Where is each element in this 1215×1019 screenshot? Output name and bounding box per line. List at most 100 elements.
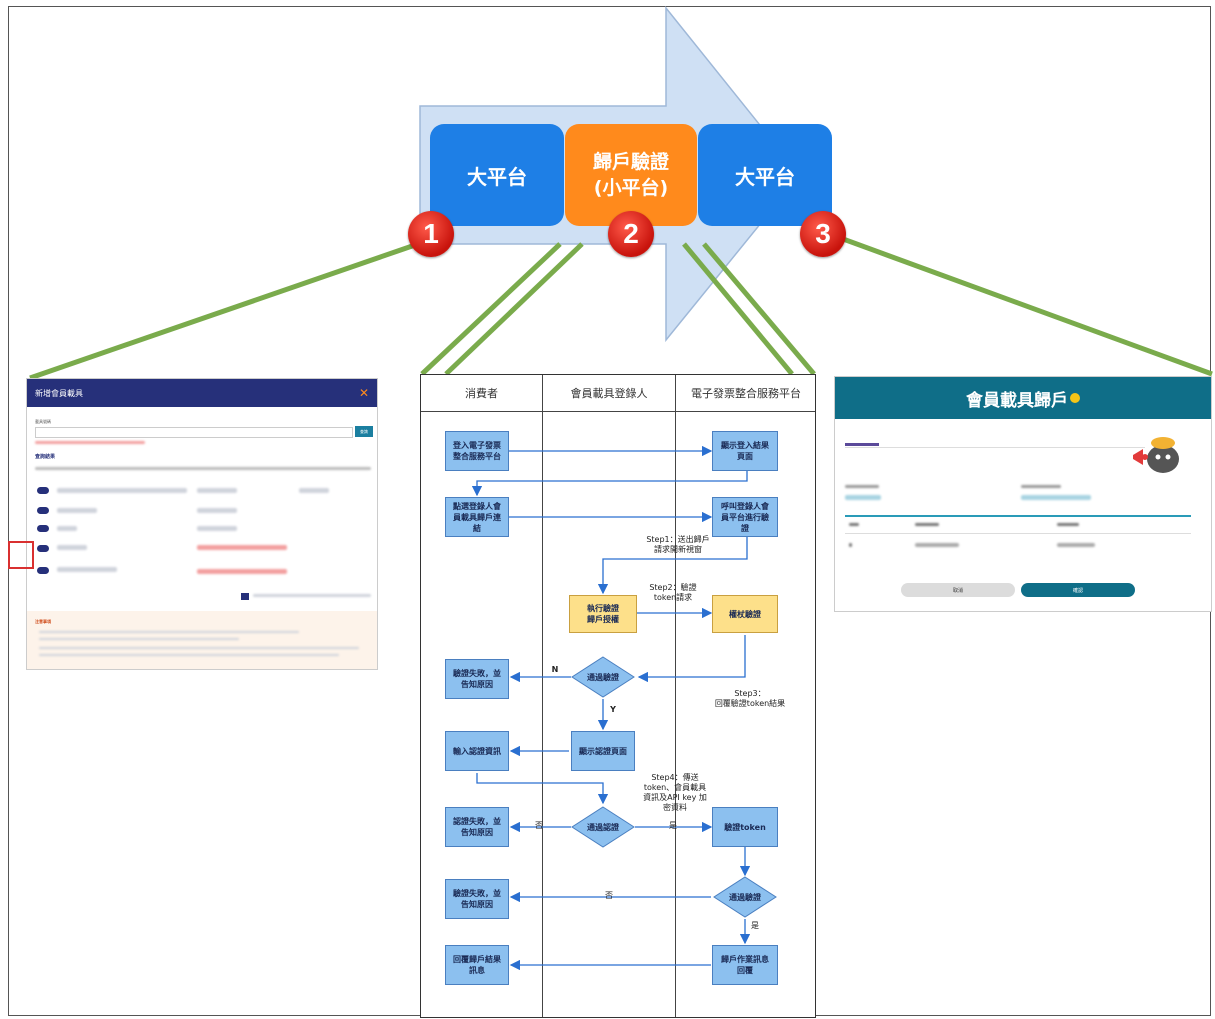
table-cell-blur: [849, 543, 852, 547]
carrier-number-label: 載具號碼: [35, 419, 51, 424]
node-perform-auth: 執行驗證 歸戶授權: [569, 595, 637, 633]
flow-arrows: [471, 445, 751, 971]
label-y: Y: [610, 705, 616, 714]
node-verify-token: 驗證token: [712, 807, 778, 847]
node-carrier-reply: 歸戶作業訊息 回覆: [712, 945, 778, 985]
progress-track: [845, 447, 1145, 448]
notice-line: [39, 647, 359, 649]
page-title: 會員載具歸戶: [966, 390, 1068, 411]
lane-header-divider: [421, 411, 815, 412]
node-auth-fail: 認證失敗，並 告知原因: [445, 807, 509, 847]
row-blur: [197, 545, 287, 550]
decision-label: 通過驗證: [729, 892, 761, 902]
confirm-button[interactable]: 確認: [1021, 583, 1135, 597]
lane-consumer: 消費者: [465, 387, 498, 400]
node-call-member-platform: 呼叫登錄人會 員平台進行驗 證: [712, 497, 778, 537]
decision-auth-pass: 通過認證: [571, 806, 635, 848]
search-button[interactable]: 查詢: [355, 426, 373, 437]
node-show-auth-page: 顯示認證頁面: [571, 731, 635, 771]
label-no-1: 否: [535, 821, 543, 830]
decision-label: 通過認證: [587, 822, 619, 832]
lane-member-registrant: 會員載具登錄人: [570, 387, 648, 400]
node-click-member-link: 點選登錄人會 員載具歸戶連 結: [445, 497, 509, 537]
notice-line: [39, 631, 299, 633]
row-blur: [57, 567, 117, 572]
table-row-divider: [845, 533, 1191, 534]
table-header-blur: [915, 523, 939, 526]
row-action-pill[interactable]: [37, 487, 49, 494]
node-token-verify: 權杖驗證: [712, 595, 778, 633]
verification-small-platform-box: 歸戶驗證 (小平台): [565, 124, 697, 226]
row-blur: [197, 508, 237, 513]
lane-divider: [675, 375, 676, 1017]
field-value-blur: [1021, 495, 1091, 500]
label-n: N: [551, 665, 559, 674]
highlight-box: [8, 541, 34, 569]
results-section-title: 查詢結果: [35, 454, 56, 460]
row-blur: [57, 508, 97, 513]
notice-line: [39, 654, 339, 656]
carrier-number-input[interactable]: [35, 427, 353, 438]
table-top-border: [845, 515, 1191, 517]
field-label-blur: [1021, 485, 1061, 488]
cancel-button[interactable]: 取消: [901, 583, 1015, 597]
table-header-blur: [35, 467, 371, 470]
step-2-badge: 2: [608, 211, 654, 257]
row-action-pill[interactable]: [37, 545, 49, 552]
step-3-badge: 3: [800, 211, 846, 257]
node-verify-fail-2: 驗證失敗，並 告知原因: [445, 879, 509, 919]
pagination-blur: [253, 594, 371, 597]
node-reply-result: 回覆歸戶結果 訊息: [445, 945, 509, 985]
table-header-blur: [849, 523, 859, 526]
row-action-pill[interactable]: [37, 567, 49, 574]
row-action-pill[interactable]: [37, 507, 49, 514]
dialog-header: 新增會員載具 ✕: [27, 379, 377, 407]
pagination-current[interactable]: [241, 593, 249, 600]
field-value-blur: [845, 495, 881, 500]
label-yes-2: 是: [751, 921, 759, 930]
field-label-blur: [845, 485, 879, 488]
step-1-badge: 1: [408, 211, 454, 257]
row-blur: [57, 545, 87, 550]
green-connector-lines: [29, 229, 1213, 381]
row-blur: [299, 488, 329, 493]
big-platform-box-right: 大平台: [698, 124, 832, 226]
label-step1: Step1：送出歸戶 請求開新視窗: [646, 535, 710, 554]
coin-icon: [1070, 393, 1080, 403]
row-blur: [57, 526, 77, 531]
big-platform-box-left: 大平台: [430, 124, 564, 226]
page-header: 會員載具歸戶: [835, 377, 1211, 419]
table-cell-blur: [1057, 543, 1095, 547]
table-header-blur: [1057, 523, 1079, 526]
notice-title: 注意事項: [35, 619, 51, 624]
table-cell-blur: [915, 543, 959, 547]
node-show-login-result: 顯示登入結果 頁面: [712, 431, 778, 471]
hint-text-blur: [35, 441, 145, 444]
label-step2: Step2：驗證 token請求: [649, 583, 697, 602]
node-verify-fail-1: 驗證失敗，並 告知原因: [445, 659, 509, 699]
node-login-platform: 登入電子發票 整合服務平台: [445, 431, 509, 471]
row-blur: [197, 488, 237, 493]
progress-indicator: [845, 443, 879, 446]
label-step3: Step3： 回覆驗證token結果: [714, 689, 786, 708]
decision-verify-pass-2: 通過驗證: [713, 876, 777, 918]
label-no-2: 否: [605, 891, 613, 900]
swimlane-flowchart: 消費者 會員載具登錄人 電子發票整合服務平台 登入電子發票 整: [420, 374, 816, 1018]
dialog-title: 新增會員載具: [35, 388, 83, 398]
lane-divider: [542, 375, 543, 1017]
row-blur: [57, 488, 187, 493]
label-step4: Step4：傳送 token、會員載具 資訊及API key 加 密資料: [643, 773, 707, 812]
close-icon[interactable]: ✕: [358, 386, 369, 400]
mascot-illustration: [1131, 431, 1185, 475]
decision-verify-pass-1: 通過驗證: [571, 656, 635, 698]
notice-panel: 注意事項: [27, 611, 377, 669]
row-blur: [197, 526, 237, 531]
decision-label: 通過驗證: [587, 672, 619, 682]
row-blur: [197, 569, 287, 574]
add-member-carrier-screenshot: 新增會員載具 ✕ 載具號碼 查詢 查詢結果 注意事項: [26, 378, 378, 670]
node-enter-auth: 輸入認證資訊: [445, 731, 509, 771]
row-action-pill[interactable]: [37, 525, 49, 532]
lane-einvoice-platform: 電子發票整合服務平台: [691, 387, 801, 400]
label-yes-1: 是: [669, 821, 677, 830]
notice-line: [39, 638, 239, 640]
